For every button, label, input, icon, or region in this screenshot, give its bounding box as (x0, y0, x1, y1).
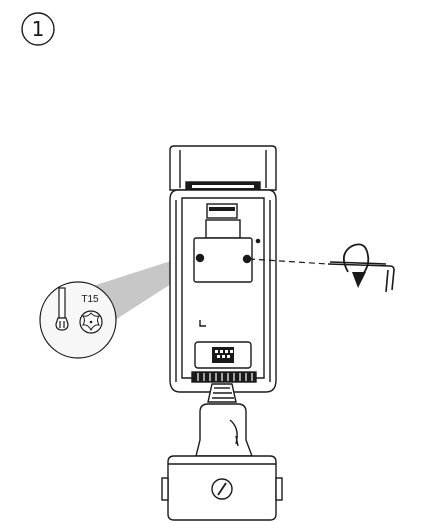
corner-mark (199, 320, 206, 327)
hood-slot-inner (192, 185, 254, 188)
torx-bit-icon (55, 287, 69, 331)
mount-slot-line (217, 482, 227, 496)
mount-side-right (275, 477, 283, 501)
indicator-dot (255, 238, 261, 244)
camera-neck (207, 383, 237, 403)
torx-size-label: T15 (81, 294, 99, 305)
sensor-window (205, 219, 241, 239)
step-badge: 1 (21, 12, 55, 46)
camera-body (169, 145, 277, 393)
vent-grille-holes (215, 350, 233, 358)
screw-callout: T15 (39, 281, 117, 359)
mount-side-left (161, 477, 169, 501)
cover-screw-left (195, 253, 205, 263)
hex-key-wrench-icon (327, 261, 395, 293)
step-badge-circle (21, 12, 55, 46)
torx-screw-icon (79, 310, 103, 334)
bracket-arm (195, 403, 254, 457)
callout-circle (39, 281, 117, 359)
camera-hood (169, 145, 277, 191)
bottom-fin-gaps (197, 373, 253, 381)
mount-bracket (161, 403, 283, 521)
step-number: 1 (32, 17, 45, 41)
camera-inner-shell (181, 197, 265, 379)
counterclockwise-arrow-icon (342, 243, 370, 288)
tool-guide-dashed-line (248, 258, 329, 265)
cover-plate (193, 237, 253, 283)
bottom-fins (191, 371, 257, 383)
top-module-inner (209, 207, 235, 211)
